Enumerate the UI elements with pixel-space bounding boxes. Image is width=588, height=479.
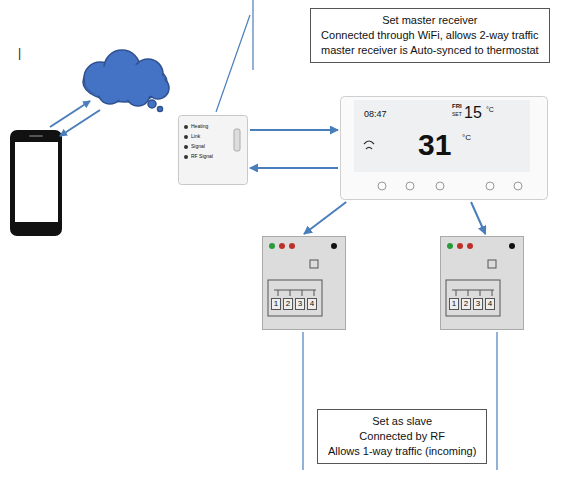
callout-box: Set master receiverConnected through WiF…: [310, 8, 550, 63]
button: [509, 243, 515, 249]
button: [514, 182, 522, 190]
device-outline: [178, 115, 248, 185]
device-text: RF Signal: [191, 154, 213, 159]
led: [269, 243, 275, 249]
slave-relay: 1234: [262, 236, 346, 330]
connector-arrow: [471, 202, 485, 234]
button: [406, 182, 414, 190]
callout-text: Connected by RF: [328, 429, 476, 444]
device-text: 31: [418, 130, 451, 160]
housing: [263, 237, 346, 330]
arrow: [60, 110, 100, 136]
device-text: Signal: [191, 144, 205, 149]
callout-text: Allows 1-way traffic (incoming): [328, 444, 476, 459]
thermostat: FRI 08:47 SET15 °C 31 °C: [340, 96, 548, 200]
wifi-icon: [364, 141, 374, 149]
led: [457, 243, 463, 249]
led: [184, 145, 188, 149]
device-text: 2: [461, 298, 471, 310]
callout-box: Set as slaveConnected by RFAllows 1-way …: [317, 409, 487, 464]
callout-text: Connected through WiFi, allows 2-way tra…: [321, 28, 539, 43]
leader-line: [302, 332, 303, 470]
wiring: [274, 290, 316, 296]
led: [184, 125, 188, 129]
led: [447, 243, 453, 249]
terminal-block: [268, 280, 322, 316]
cloud-fill: [85, 64, 165, 100]
device-text: FRI: [452, 103, 462, 109]
mark: [310, 260, 318, 268]
callout-text: master receiver is Auto-synced to thermo…: [321, 43, 539, 58]
switch: [234, 129, 240, 151]
wiring: [452, 290, 494, 296]
leader-line: [252, 0, 253, 70]
housing: [441, 237, 524, 330]
terminal-block: [446, 280, 500, 316]
connector-arrow: [250, 129, 338, 131]
device-outline: [440, 236, 524, 330]
leader-line: [216, 15, 250, 112]
master-receiver: HeatingLinkSignal RF Signal: [178, 115, 248, 185]
device-text: Heating: [191, 124, 208, 129]
housing: [179, 116, 248, 185]
lcd: [354, 100, 530, 172]
led: [279, 243, 285, 249]
mark: [488, 260, 496, 268]
connector-arrow: [304, 202, 346, 234]
device-text: 2: [283, 298, 293, 310]
housing: [341, 97, 548, 200]
device-outline: [262, 236, 346, 330]
button: [436, 182, 444, 190]
button: [486, 182, 494, 190]
device-text: 1: [449, 298, 459, 310]
callout-text: Set master receiver: [321, 13, 539, 28]
button: [378, 182, 386, 190]
device-text: 15: [464, 105, 482, 121]
text-cursor: |: [18, 46, 21, 60]
led: [184, 135, 188, 139]
callout-text: Set as slave: [328, 414, 476, 429]
cloud: [83, 50, 169, 112]
device-text: 4: [485, 298, 495, 310]
device-text: Link: [191, 134, 200, 139]
led: [184, 155, 188, 159]
button: [331, 243, 337, 249]
device-text: 08:47: [364, 110, 387, 119]
device-text: 3: [295, 298, 305, 310]
device-text: SET: [452, 112, 462, 117]
device-text: °C: [486, 106, 494, 113]
phone: [10, 130, 62, 236]
connector-arrow: [250, 167, 338, 169]
leader-line: [496, 332, 497, 470]
slave-relay: 1234: [440, 236, 524, 330]
device-text: °C: [462, 134, 471, 142]
device-text: 3: [473, 298, 483, 310]
device-text: 1: [271, 298, 281, 310]
led: [467, 243, 473, 249]
arrow: [50, 101, 90, 127]
device-text: 4: [307, 298, 317, 310]
led: [289, 243, 295, 249]
